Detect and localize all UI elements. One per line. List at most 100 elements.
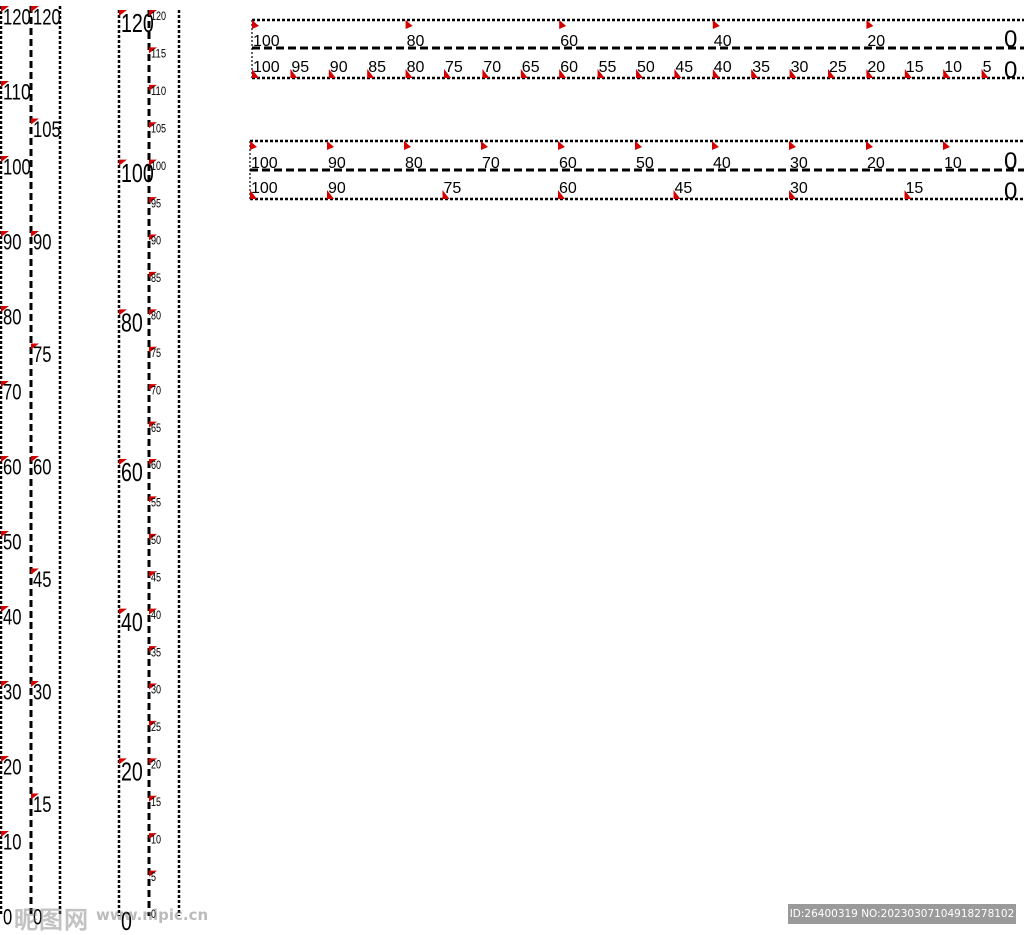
ruler-tick-mark [635, 141, 642, 150]
ruler-tick-label: 60 [121, 457, 143, 487]
ruler-tick-mark [636, 69, 643, 78]
ruler-tick-label: 80 [3, 305, 22, 330]
ruler-tick-mark [31, 568, 39, 575]
ruler-tick-label: 60 [560, 59, 578, 76]
ruler-tick-label: 45 [675, 180, 693, 197]
ruler-tick-mark [789, 190, 796, 199]
ruler-tick-mark [943, 69, 951, 78]
ruler-tick-label: 45 [151, 570, 161, 584]
ruler-tick-label: 15 [906, 180, 924, 197]
ruler-tick-label: 65 [151, 421, 161, 435]
ruler-tick-mark [149, 122, 157, 129]
ruler-tick-mark [328, 69, 336, 78]
ruler-tick-mark [904, 69, 912, 78]
ruler-tick-label: 0 [3, 905, 12, 930]
ruler-tick-label: 20 [3, 755, 22, 780]
ruler-tick-label: 20 [867, 33, 885, 50]
ruler-tick-mark [712, 69, 720, 78]
ruler-tick-mark [559, 20, 567, 29]
ruler-tick-label: 100 [251, 155, 278, 172]
ruler-tick-mark [404, 141, 411, 150]
ruler-tick-mark [559, 69, 567, 78]
ruler-tick-label: 115 [151, 47, 166, 61]
ruler-tick-mark [1, 681, 9, 687]
ruler-tick-mark [119, 10, 127, 16]
ruler-tick-label: 55 [599, 59, 617, 76]
ruler-tick-mark [119, 608, 127, 615]
watermark-id-badge: ID:26400319 NO:20230307104918278102 [788, 904, 1016, 924]
ruler-tick-mark [1, 831, 9, 837]
ruler-tick-label: 110 [3, 80, 31, 105]
ruler-tick-mark [866, 20, 874, 29]
ruler-tick-label: 100 [253, 59, 280, 76]
ruler-tick-label: 30 [791, 59, 809, 76]
ruler-tick-label: 40 [714, 33, 732, 50]
ruler-tick-label: 40 [3, 605, 22, 630]
ruler-tick-label: 105 [151, 121, 166, 135]
ruler-tick-label: 35 [151, 645, 161, 659]
ruler-tick-mark [149, 533, 157, 540]
ruler-tick-label: 60 [3, 455, 22, 480]
ruler-tick-mark [31, 456, 39, 462]
ruler-tick-label: 70 [3, 380, 22, 405]
ruler-tick-label: 90 [3, 230, 22, 255]
ruler-tick-mark [1, 756, 9, 762]
ruler-tick-label: 105 [33, 117, 61, 142]
ruler-tick-label: 50 [3, 530, 22, 555]
ruler-tick-mark [520, 69, 528, 78]
ruler-tick-label: 55 [151, 496, 161, 510]
ruler-tick-label: 45 [33, 567, 52, 592]
ruler-tick-label: 10 [944, 59, 962, 76]
ruler-tick-mark [119, 459, 127, 465]
ruler-tick-mark [119, 309, 127, 316]
ruler-tick-label: 10 [151, 832, 161, 846]
ruler-tick-mark [149, 309, 157, 316]
ruler-tick-mark [1, 531, 9, 537]
ruler-tick-label: 90 [151, 234, 161, 248]
ruler-tick-label: 35 [752, 59, 770, 76]
ruler-tick-mark [789, 141, 796, 150]
ruler-tick-mark [327, 141, 334, 150]
ruler-tick-label: 15 [151, 795, 161, 809]
ruler-tick-label: 75 [444, 180, 462, 197]
ruler-tick-label: 0 [1004, 148, 1017, 175]
watermark-site: www.nipic.cn [96, 906, 209, 924]
ruler-tick-label: 80 [407, 59, 425, 76]
vertical-ruler-a: 1201101009080706050403020100120105907560… [0, 5, 62, 930]
ruler-tick-mark [367, 69, 375, 78]
ruler-tick-label: 40 [714, 59, 732, 76]
ruler-tick-mark [558, 190, 565, 199]
ruler-tick-mark [149, 795, 157, 802]
ruler-tick-mark [31, 793, 39, 800]
ruler-tick-mark [149, 47, 157, 54]
ruler-tick-label: 60 [559, 180, 577, 197]
ruler-tick-mark [119, 159, 127, 166]
ruler-tick-label: 80 [405, 155, 423, 172]
ruler-tick-mark [149, 197, 157, 204]
ruler-tick-label: 90 [330, 59, 348, 76]
ruler-tick-label: 45 [675, 59, 693, 76]
ruler-tick-label: 95 [291, 59, 309, 76]
ruler-tick-mark [149, 646, 157, 653]
ruler-tick-mark [31, 231, 39, 237]
ruler-tick-mark [31, 343, 39, 350]
ruler-tick-label: 30 [3, 680, 22, 705]
ruler-tick-mark [31, 681, 39, 687]
ruler-tick-mark [149, 384, 157, 391]
ruler-tick-mark [904, 190, 912, 199]
ruler-tick-mark [482, 69, 490, 78]
ruler-tick-label: 40 [121, 607, 143, 637]
ruler-tick-mark [149, 683, 157, 690]
ruler-tick-mark [828, 69, 835, 78]
ruler-tick-mark [444, 69, 451, 78]
ruler-tick-label: 0 [1004, 178, 1017, 205]
ruler-tick-label: 0 [1004, 26, 1017, 53]
ruler-tick-mark [252, 69, 259, 78]
ruler-tick-label: 70 [482, 155, 500, 172]
ruler-tick-label: 100 [121, 158, 154, 188]
ruler-tick-mark [149, 833, 157, 840]
ruler-tick-mark [149, 496, 157, 503]
